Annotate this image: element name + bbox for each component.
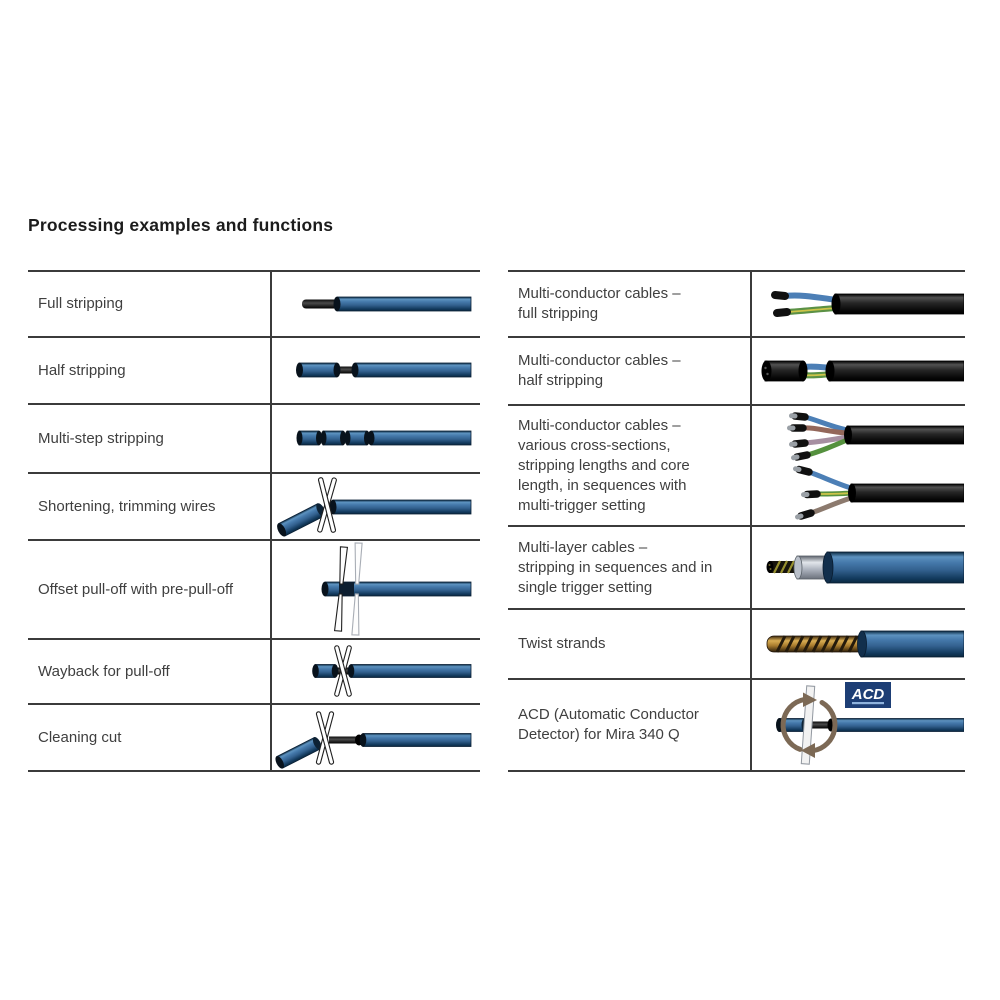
- blade-icon: [351, 542, 363, 636]
- table-row: Multi-conductor cables – various cross-s…: [508, 406, 965, 527]
- table-row: Cleaning cut: [28, 705, 480, 772]
- row-label: Multi-step stripping: [38, 429, 164, 447]
- multi-conductor-half-stripping-cable-icon: [761, 360, 964, 382]
- multi-conductor-full-stripping-cable-icon: [771, 291, 964, 317]
- row-label: Multi-layer cables – stripping in sequen…: [518, 538, 713, 596]
- table-row: Wayback for pull-off: [28, 640, 480, 705]
- blade-icon: [333, 546, 349, 632]
- table-row: Multi-step stripping: [28, 405, 480, 474]
- column-divider: [270, 272, 272, 772]
- table-row: Full stripping: [28, 272, 480, 338]
- table-row: Half stripping: [28, 338, 480, 405]
- table-row: Multi-conductor cables – half stripping: [508, 338, 965, 406]
- full-stripping-cable-icon: [302, 296, 472, 312]
- table-row: Shortening, trimming wires: [28, 474, 480, 541]
- processing-table-right: Multi-conductor cables – full stripping …: [508, 270, 965, 772]
- row-label: Multi-conductor cables – various cross-s…: [518, 416, 690, 514]
- twist-strands-cable-icon: [766, 630, 964, 658]
- wayback-pull-off-cable-icon: [312, 645, 472, 697]
- blade-icon: [334, 645, 352, 697]
- table-row: Twist strands: [508, 610, 965, 680]
- row-label: Multi-conductor cables – half stripping: [518, 352, 681, 389]
- table-row: ACD (Automatic Conductor Detector) for M…: [508, 680, 965, 772]
- row-label: Half stripping: [38, 361, 126, 379]
- multi-step-stripping-cable-icon: [296, 430, 472, 446]
- acd-detector-cable-icon: ACD: [776, 682, 964, 765]
- blade-icon: [800, 685, 816, 765]
- row-label: Full stripping: [38, 295, 124, 312]
- blade-icon: [315, 711, 335, 765]
- table-row: Multi-layer cables – stripping in sequen…: [508, 527, 965, 610]
- row-label: Twist strands: [518, 635, 606, 652]
- row-label: Shortening, trimming wires: [38, 497, 216, 515]
- cleaning-cut-cable-icon: [275, 711, 472, 769]
- shortening-trimming-cable-icon: [277, 477, 472, 537]
- acd-badge: ACD: [845, 682, 891, 708]
- blade-icon: [317, 477, 337, 533]
- multi-conductor-various-cable-icon: [787, 412, 964, 520]
- row-label: Cleaning cut: [38, 728, 122, 746]
- half-stripping-cable-icon: [296, 362, 472, 378]
- acd-badge-text: ACD: [851, 686, 885, 703]
- row-label: Wayback for pull-off: [38, 662, 170, 680]
- row-label: Multi-conductor cables – full stripping: [518, 285, 681, 322]
- offset-pull-off-cable-icon: [321, 542, 472, 636]
- table-row: Offset pull-off with pre-pull-off: [28, 541, 480, 640]
- rotation-arrows-icon: [780, 696, 838, 754]
- multi-layer-cable-icon: [766, 551, 964, 584]
- processing-table-left: Full stripping Half stripping: [28, 270, 480, 772]
- page-title: Processing examples and functions: [28, 215, 334, 235]
- table-row: Multi-conductor cables – full stripping: [508, 272, 965, 338]
- row-label: Offset pull-off with pre-pull-off: [38, 580, 234, 598]
- column-divider: [750, 272, 752, 772]
- row-label: ACD (Automatic Conductor Detector) for M…: [518, 706, 699, 743]
